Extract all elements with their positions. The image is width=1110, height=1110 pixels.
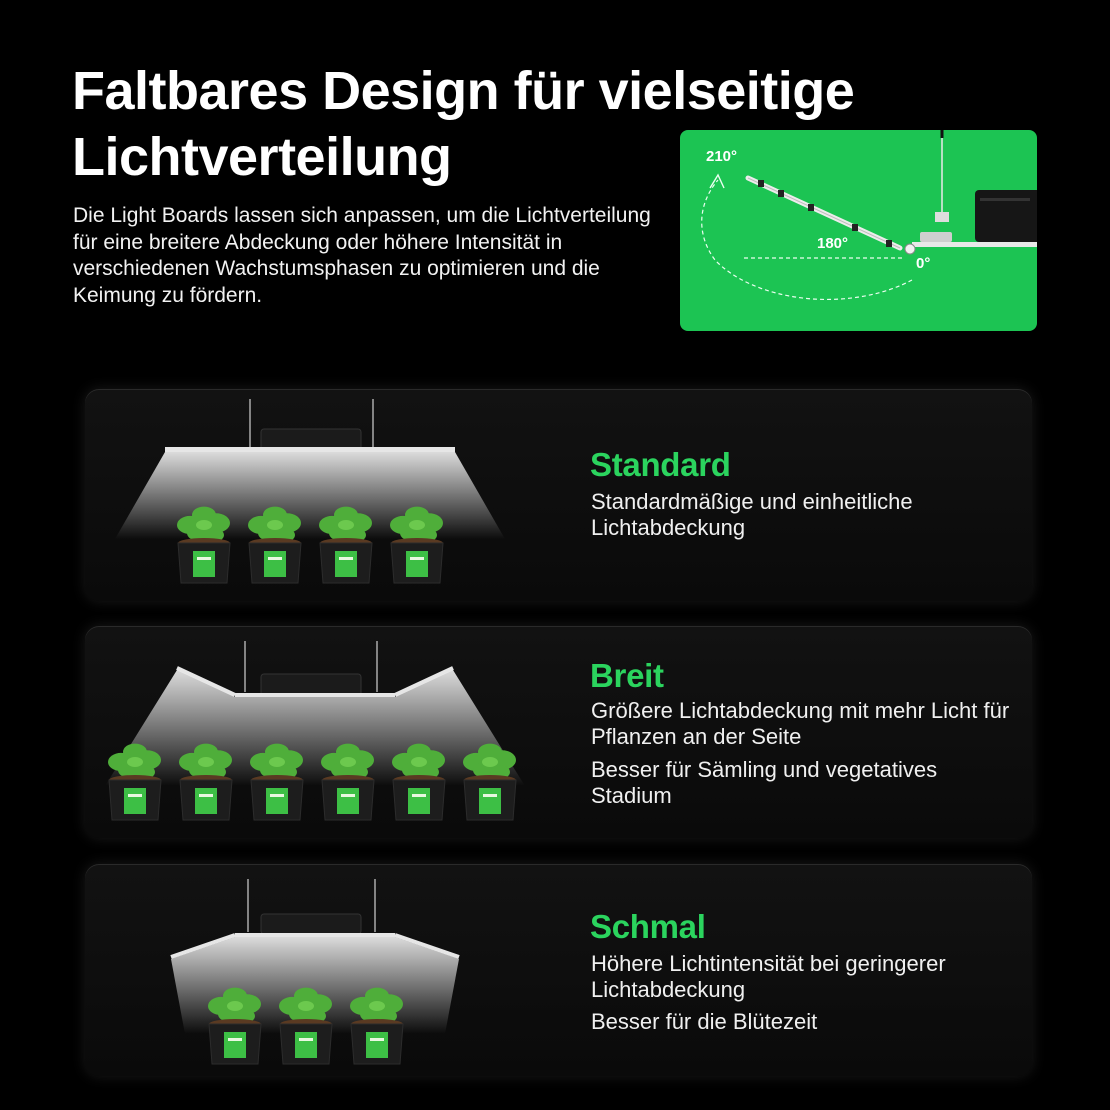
potted-plant	[248, 506, 302, 584]
potted-plant	[463, 743, 517, 821]
potted-plant	[208, 987, 262, 1065]
potted-plant	[179, 743, 233, 821]
standard-light-illustration	[115, 399, 505, 584]
angle-label-210: 210°	[706, 148, 738, 165]
mode-description-breit-1: Größere Lichtabdeckung mit mehr Licht fü…	[591, 698, 1010, 749]
potted-plant	[321, 743, 375, 821]
mode-card-standard: Standard Standardmäßige und einheitliche…	[85, 389, 1032, 601]
mode-heading-breit: Breit	[590, 657, 664, 694]
narrow-plant-row	[208, 987, 404, 1065]
angle-label-0: 0°	[916, 255, 931, 272]
wide-light-illustration	[105, 641, 525, 821]
mode-heading-schmal: Schmal	[590, 908, 706, 945]
fold-diagram-illustration	[701, 130, 1037, 301]
mode-description-schmal-1: Höhere Lichtintensität bei geringerer Li…	[591, 951, 946, 1002]
page-title: Faltbares Design für vielseitige Lichtve…	[72, 61, 855, 187]
potted-plant	[390, 506, 444, 584]
narrow-light-illustration	[170, 879, 460, 1065]
potted-plant	[177, 506, 231, 584]
mode-heading-standard: Standard	[590, 446, 731, 483]
standard-plant-row	[177, 506, 444, 584]
angle-label-180: 180°	[817, 235, 849, 252]
potted-plant	[279, 987, 333, 1065]
potted-plant	[392, 743, 446, 821]
mode-card-schmal: Schmal Höhere Lichtintensität bei gering…	[85, 864, 1032, 1076]
potted-plant	[250, 743, 304, 821]
mode-description-schmal-2: Besser für die Blütezeit	[591, 1009, 818, 1034]
mode-card-breit: Breit Größere Lichtabdeckung mit mehr Li…	[85, 626, 1032, 838]
potted-plant	[108, 743, 162, 821]
potted-plant	[350, 987, 404, 1065]
intro-text: Die Light Boards lassen sich anpassen, u…	[73, 204, 651, 307]
potted-plant	[319, 506, 373, 584]
fold-angle-diagram: 210° 180° 0°	[680, 130, 1037, 331]
mode-description-standard: Standardmäßige und einheitliche Lichtabd…	[591, 489, 913, 540]
wide-plant-row	[108, 743, 517, 821]
mode-description-breit-2: Besser für Sämling und vegetatives Stadi…	[591, 757, 938, 808]
